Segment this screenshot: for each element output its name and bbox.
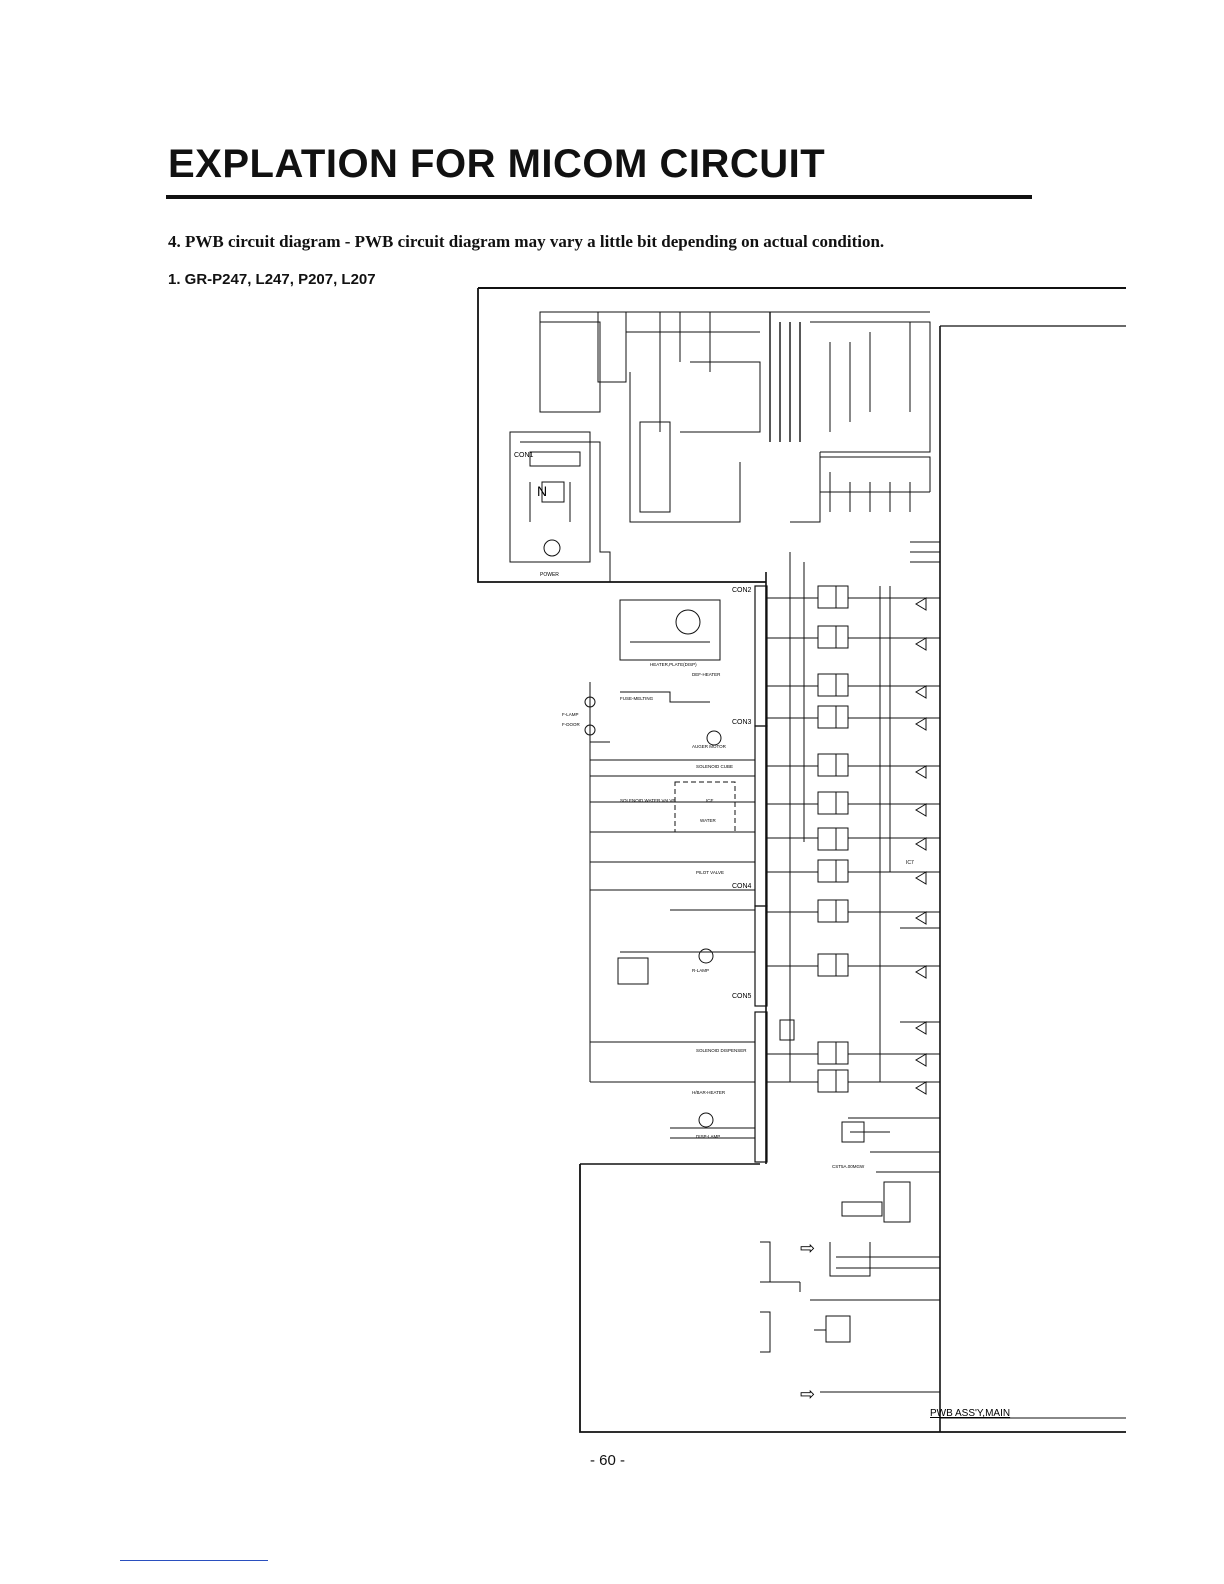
footnote-rule: [120, 1560, 268, 1561]
def-heater-label: DEF-HEATER: [692, 672, 721, 677]
power-label: POWER: [540, 572, 559, 578]
arrow-1: ⇨: [800, 1238, 815, 1258]
cst-label: CST5A.00MGW: [832, 1164, 865, 1169]
pwb-assy-label: PWB ASS'Y,MAIN: [930, 1408, 1010, 1419]
solenoid-water-valve-label: SOLENOID WATER VALVE: [620, 798, 675, 803]
section-heading: 4. PWB circuit diagram - PWB circuit dia…: [168, 232, 885, 251]
arrow-2: ⇨: [800, 1384, 815, 1404]
fuse-melting-label: FUSE-MELTING: [620, 696, 654, 701]
ic7-label: IC7: [906, 860, 914, 866]
f-door-label: F-DOOR: [562, 722, 580, 727]
con1-label: CON1: [514, 452, 534, 459]
con3-label: CON3: [732, 719, 752, 726]
con4-label: CON4: [732, 883, 752, 890]
title-underline: [166, 195, 1032, 199]
model-label: 1. GR-P247, L247, P207, L207: [168, 271, 376, 288]
page-title: EXPLATION FOR MICOM CIRCUIT: [168, 142, 826, 186]
f-lamp-label: F-LAMP: [562, 712, 579, 717]
pilot-valve-label: PILOT VALVE: [696, 870, 724, 875]
neutral-label: N: [537, 483, 547, 499]
heater-plate-label: HEATER,PLATE(DISP): [650, 662, 697, 667]
con2-label: CON2: [732, 587, 752, 594]
con5-label: CON5: [732, 993, 752, 1000]
ice-label: ICE: [706, 798, 714, 803]
disp-lamp-label: DISP-LAMP: [696, 1134, 720, 1139]
solenoid-dispenser-label: SOLENOID DISPENSER: [696, 1048, 747, 1053]
auger-motor-label: AUGER MOTOR: [692, 744, 727, 749]
hbar-heater-label: H/BAR-HEATER: [692, 1090, 726, 1095]
water-label: WATER: [700, 818, 716, 823]
r-lamp-label: R-LAMP: [692, 968, 709, 973]
page-number: - 60 -: [590, 1452, 626, 1469]
pwb-circuit-diagram: N CON1 POWER CON2 CON3 CON4 CON5 HEATER,…: [477, 287, 1126, 1433]
solenoid-cube-label: SOLENOID CUBE: [696, 764, 733, 769]
